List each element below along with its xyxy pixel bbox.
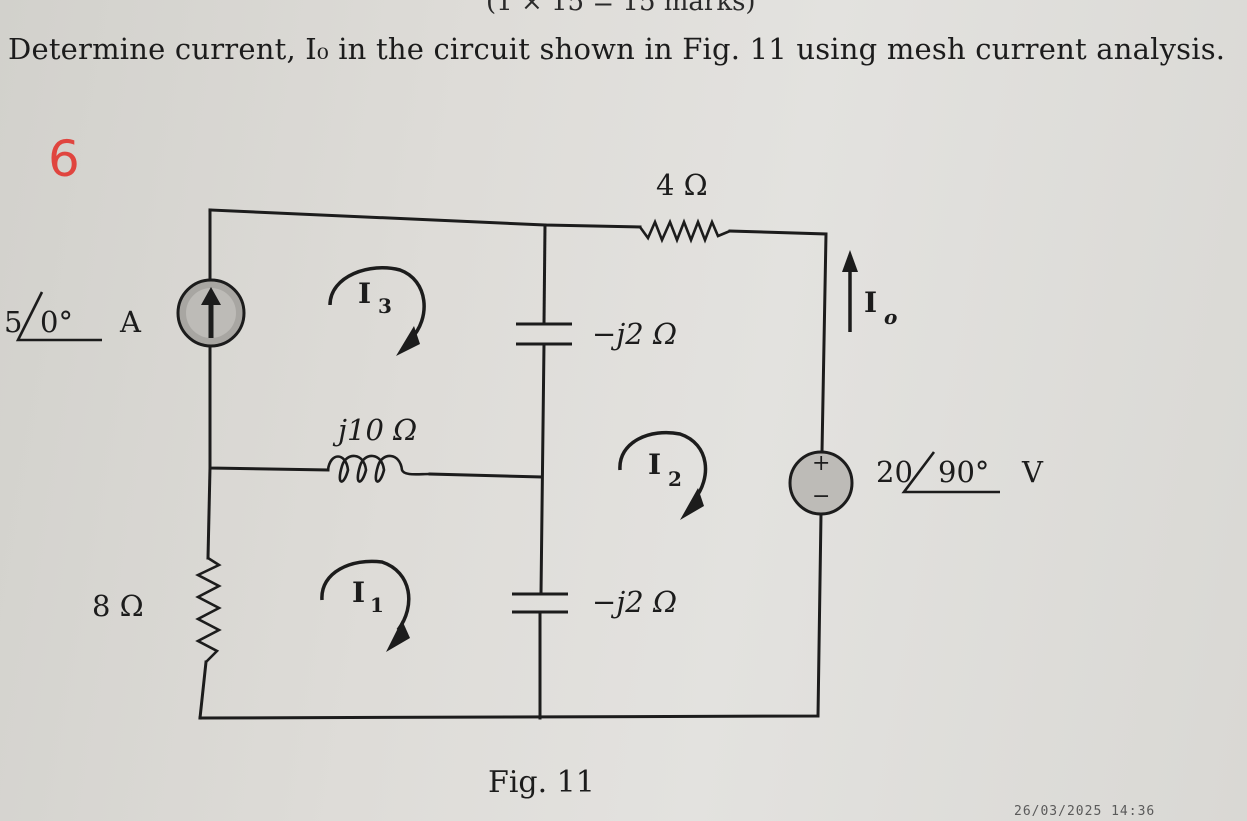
mesh-current-i2: I 2 (618, 431, 708, 520)
marks-text: (1 × 15 = 15 marks) (486, 0, 756, 17)
mesh-i1-label: I (352, 576, 365, 609)
voltage-source-magnitude: 20 (876, 455, 913, 489)
resistor-top-label: 4 Ω (656, 168, 708, 202)
capacitor-lower (512, 592, 568, 614)
inductor (326, 454, 431, 483)
voltage-source-plus: + (812, 451, 830, 476)
resistor-top (638, 218, 731, 244)
mesh-i1-subscript: 1 (370, 593, 384, 617)
voltage-source-unit: V (1021, 455, 1044, 489)
question-text: Determine current, I₀ in the circuit sho… (8, 32, 1226, 66)
resistor-left (195, 556, 222, 663)
voltage-source-minus: − (812, 484, 830, 509)
circuit-wires (198, 208, 828, 720)
output-current-label: I (864, 286, 877, 319)
current-source-angle-symbol (15, 291, 102, 342)
voltage-source-angle: 90° (938, 455, 989, 489)
capacitor-upper (516, 322, 572, 346)
current-source-angle: 0° (40, 305, 73, 339)
voltage-source-label: 20 90° V (876, 455, 1044, 489)
capacitor-lower-label: −j2 Ω (592, 585, 677, 619)
figure-caption: Fig. 11 (488, 765, 595, 800)
voltage-source-angle-symbol (901, 451, 1000, 494)
mesh-i3-subscript: 3 (378, 294, 392, 318)
resistor-left-label: 8 Ω (92, 589, 144, 623)
inductor-label: j10 Ω (332, 413, 417, 447)
mesh-i2-label: I (648, 448, 661, 481)
voltage-source: + − (788, 450, 854, 516)
timestamp: 26/03/2025 14:36 (1014, 804, 1156, 819)
mesh-i3-label: I (358, 277, 371, 310)
mesh-current-i3: I 3 (328, 266, 426, 356)
output-current-subscript: o (884, 305, 897, 329)
current-source-unit: A (119, 305, 142, 339)
output-current-arrow: I o (842, 250, 897, 332)
mesh-i2-subscript: 2 (668, 467, 682, 491)
handwritten-mark: 6 (48, 130, 80, 188)
current-source-label: 5 0° A (4, 305, 142, 339)
current-source-magnitude: 5 (4, 305, 22, 339)
mesh-current-i1: I 1 (320, 559, 411, 652)
capacitor-upper-label: −j2 Ω (592, 317, 677, 351)
current-source (176, 278, 246, 348)
